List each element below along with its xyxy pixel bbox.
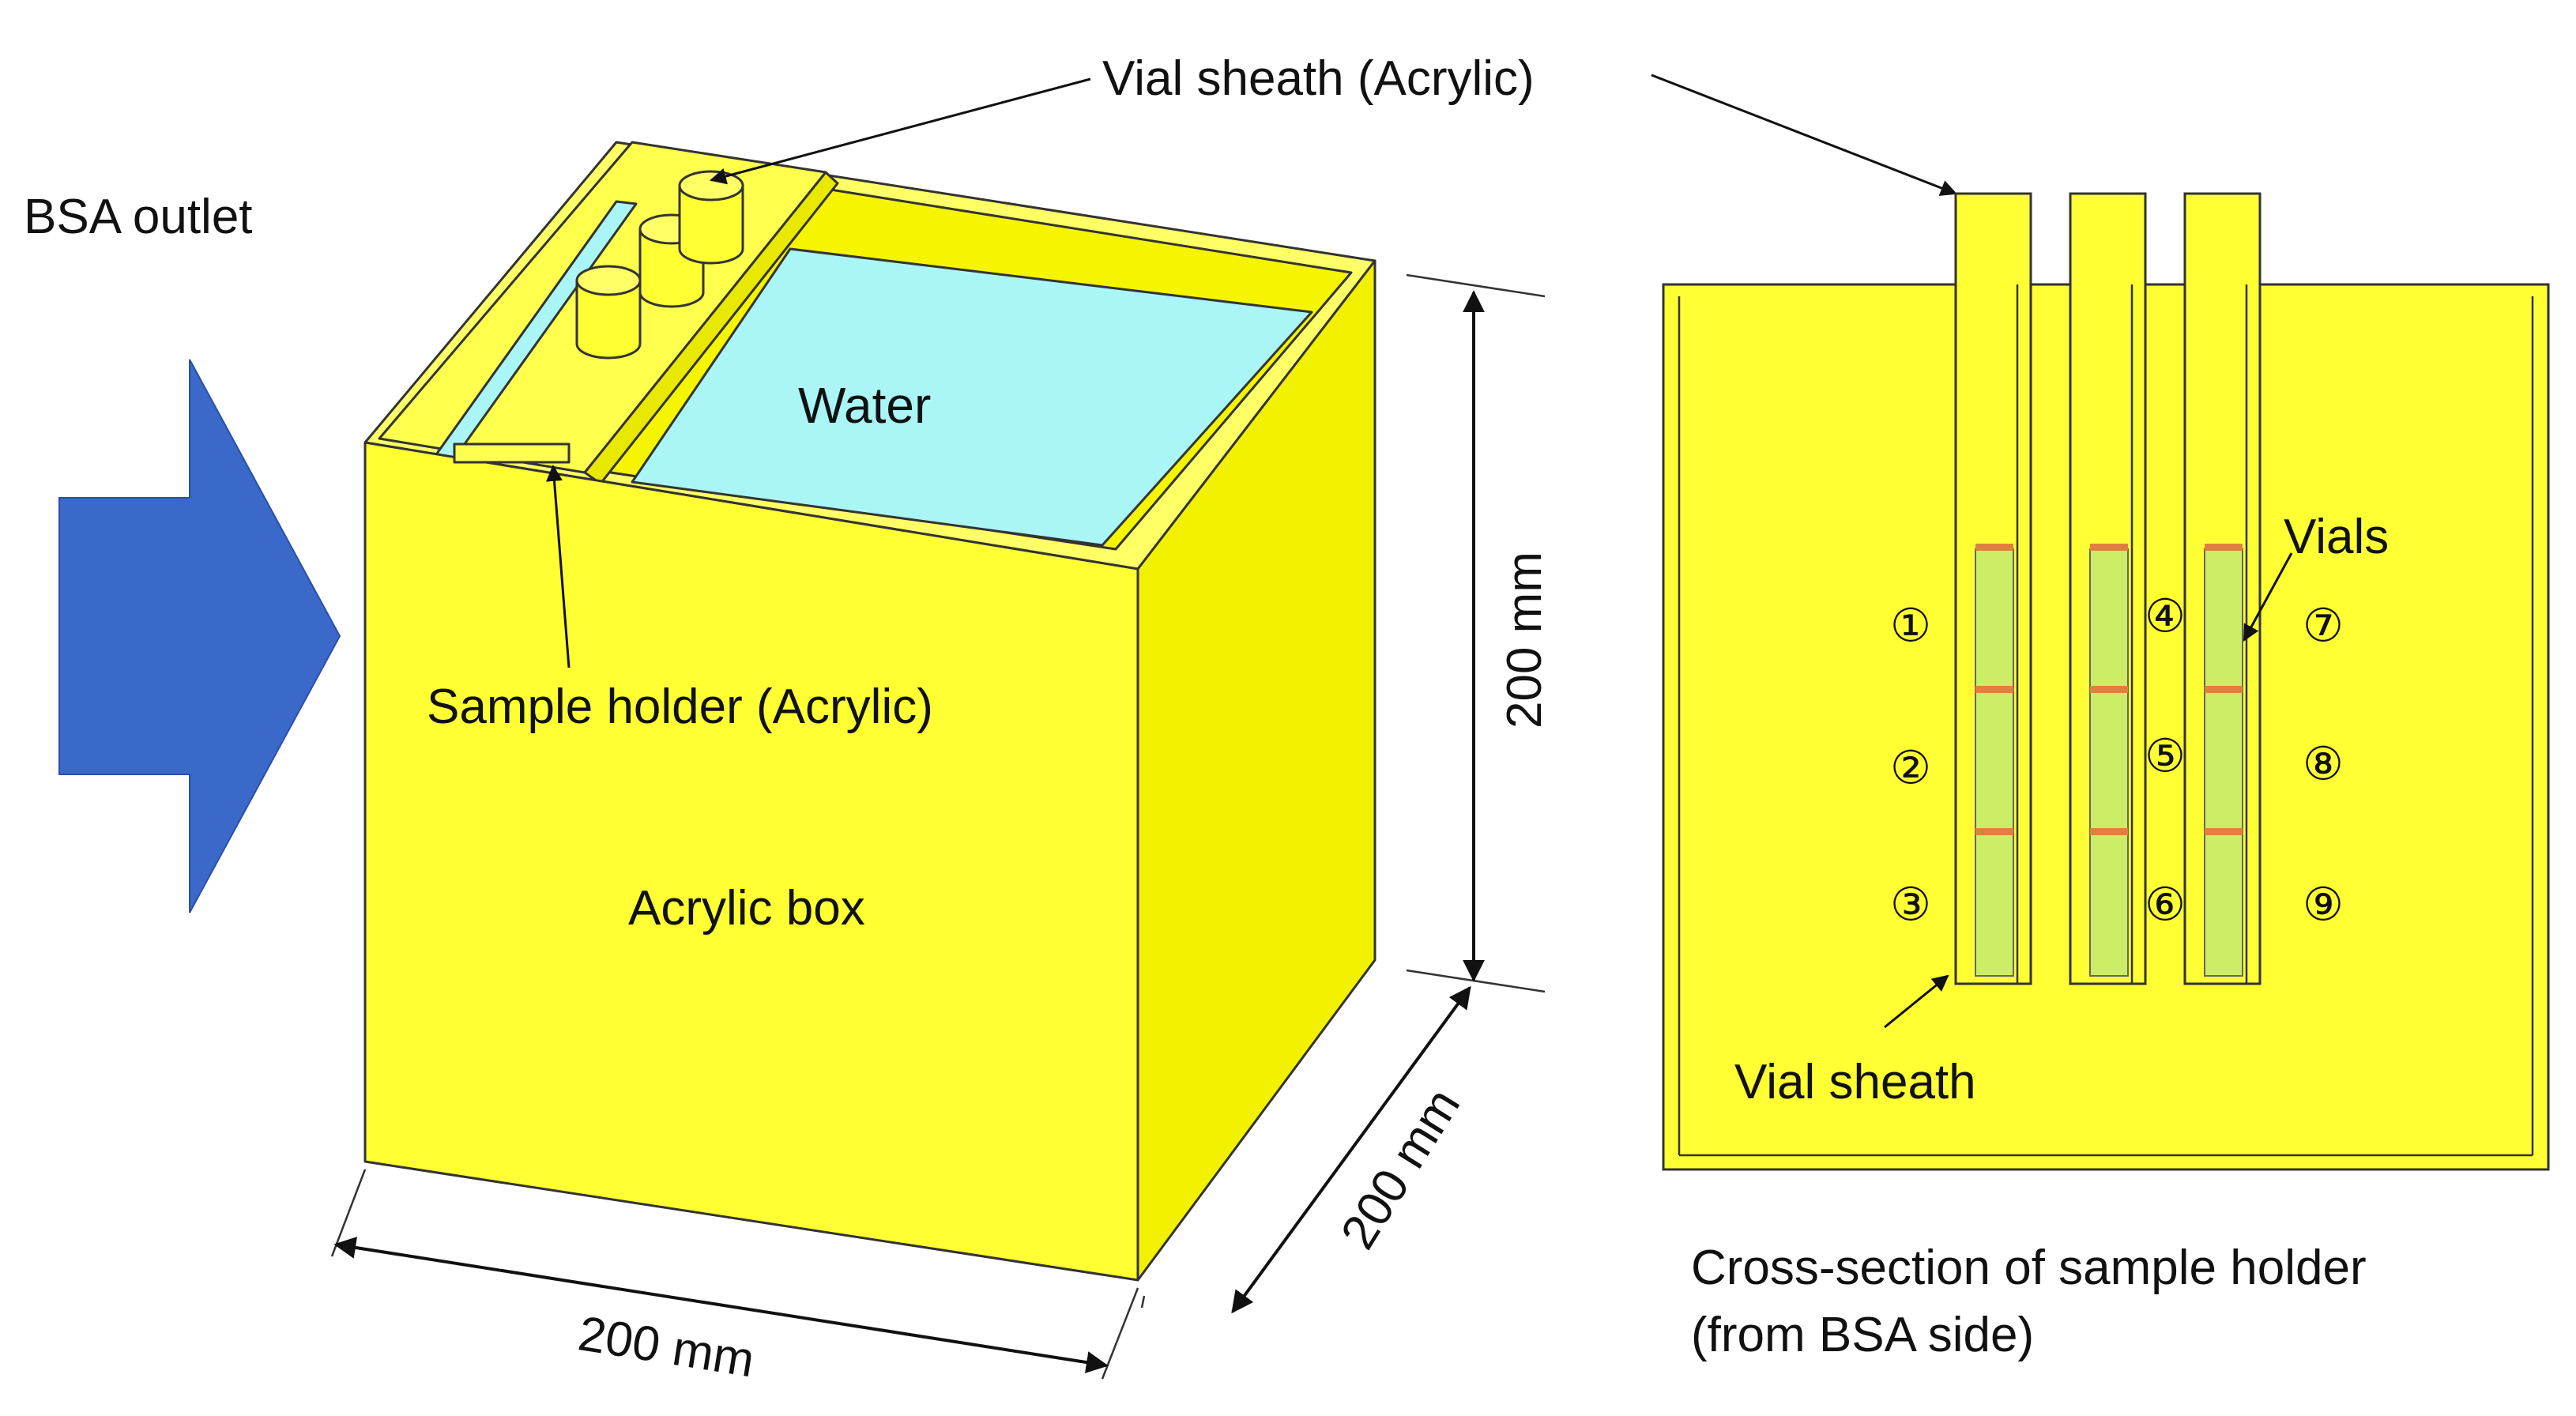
vials-label: Vials — [2284, 510, 2389, 564]
vial-sheath-cylinder — [575, 265, 642, 360]
depth-dimension-line — [1231, 985, 1471, 1314]
height-ext-top — [1406, 273, 1546, 298]
vial-position-3: ③ — [1890, 879, 1931, 931]
width-dimension-line — [333, 1237, 1109, 1373]
vial-column-3 — [2204, 544, 2243, 977]
vial-sheath-leader-left — [709, 77, 1091, 185]
vial-sheath-leader — [1884, 974, 1949, 1029]
width-dimension-label: 200 mm — [574, 1306, 758, 1388]
vial-position-2: ② — [1890, 743, 1931, 794]
water-label: Water — [798, 377, 931, 434]
vial-position-5: ⑤ — [2145, 731, 2186, 782]
vial-position-9: ⑨ — [2303, 879, 2344, 931]
sample-holder-label: Sample holder (Acrylic) — [427, 680, 933, 734]
height-ext-bottom — [1406, 969, 1546, 993]
width-ext-right — [1101, 1287, 1139, 1380]
cross-section: ① ② ③ ④ ⑤ ⑥ ⑦ ⑧ ⑨ Vials Vial sheath — [1662, 192, 2550, 1171]
vial-column-2 — [2089, 544, 2129, 977]
cross-section-caption-line1: Cross-section of sample holder — [1691, 1241, 2367, 1295]
cross-section-caption-line2: (from BSA side) — [1691, 1308, 2034, 1362]
depth-dimension-label: 200 mm — [1331, 1079, 1471, 1259]
vial-position-8: ⑧ — [2303, 739, 2344, 790]
sample-holder-tab — [453, 442, 571, 464]
vial-position-6: ⑥ — [2145, 879, 2186, 931]
box-front-face — [363, 441, 1139, 1282]
vial-position-1: ① — [1890, 601, 1931, 652]
height-dimension-label: 200 mm — [1497, 552, 1552, 729]
vial-column-1 — [1975, 544, 2014, 977]
vial-sheath-label: Vial sheath — [1734, 1055, 1976, 1109]
bsa-outlet-label: BSA outlet — [24, 190, 253, 244]
water-surface — [631, 247, 1313, 547]
acrylic-box-label: Acrylic box — [628, 881, 865, 936]
vial-sheath-leader-right — [1651, 73, 1957, 196]
sample-holder-leader — [546, 464, 571, 668]
vials-leader — [2243, 552, 2293, 642]
vial-sheath-cylinder — [678, 170, 744, 265]
beam-direction-arrow — [58, 359, 341, 913]
vial-sheath-acrylic-label: Vial sheath (Acrylic) — [1102, 51, 1535, 106]
depth-ext — [1140, 1295, 1146, 1309]
vial-position-7: ⑦ — [2303, 601, 2344, 652]
vial-position-4: ④ — [2145, 591, 2186, 642]
